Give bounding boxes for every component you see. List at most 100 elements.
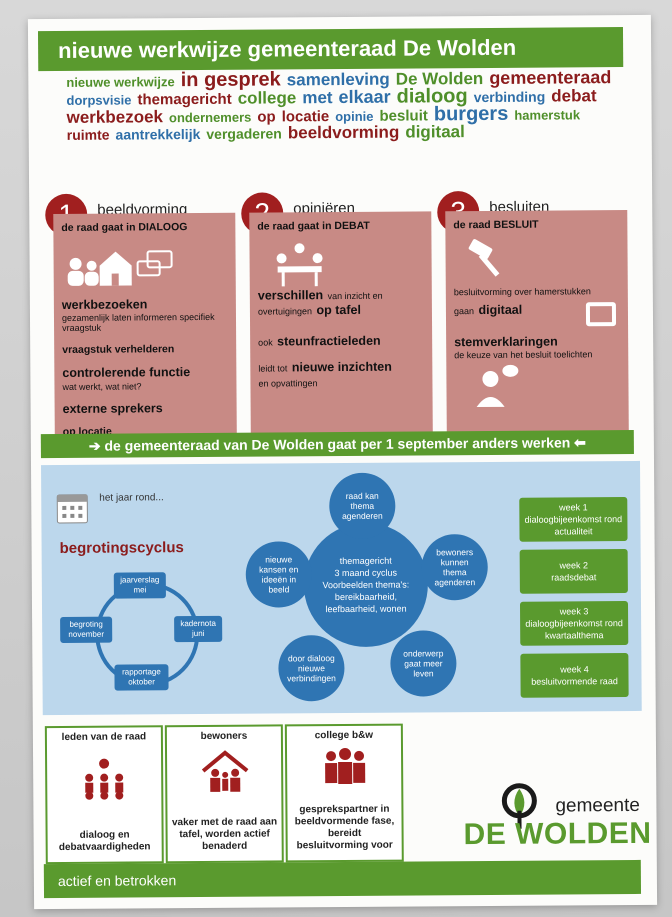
cloud-word: elkaar	[338, 86, 391, 108]
hamerstukken-sub: besluitvorming over hamerstukken	[453, 286, 591, 298]
card-title: leden van de raad	[61, 731, 147, 743]
jaar-rond-label: het jaar rond...	[99, 492, 164, 504]
cloud-word: ruimte	[66, 126, 110, 143]
cloud-word: themagericht	[137, 90, 232, 109]
family-house-icon	[201, 750, 249, 792]
executives-icon	[325, 747, 366, 785]
week-label: week 1	[559, 502, 588, 513]
week-desc: dialoogbijeenkomst rond kwartaalthema	[525, 618, 623, 641]
cloud-word: in gesprek	[180, 68, 281, 92]
column-beeldvorming: 1 beeldvorming de raad gaat in DIALOOG w…	[45, 193, 237, 445]
cloud-word: hamerstuk	[514, 107, 581, 123]
cloud-word: beeldvorming	[287, 122, 400, 143]
footer-bar: actief en betrokken	[43, 859, 642, 899]
column-besluiten: 3 besluiten de raad BESLUIT besluitvormi…	[437, 190, 629, 442]
cloud-word: burgers	[433, 102, 509, 126]
inzichten-label: nieuwe inzichten	[291, 359, 392, 375]
verschillen-sub1: van inzicht en	[327, 290, 383, 302]
gavel-icon	[468, 239, 500, 277]
cloud-word: op	[257, 108, 276, 126]
panel-header: de raad gaat in DEBAT	[257, 219, 370, 233]
steun-text: ook steunfractieleden	[258, 332, 381, 351]
card-body: vaker met de raad aan tafel, worden acti…	[171, 816, 278, 852]
column-opinieren: 2 opiniëren de raad gaat in DEBAT versch…	[241, 191, 433, 443]
controlerende-label: controlerende functie	[62, 365, 191, 380]
verschillen-label: verschillen	[257, 288, 324, 303]
week-label: week 4	[560, 664, 589, 675]
verschillen-sub2: overtuigingen	[257, 306, 313, 317]
logo-small-text: gemeente	[555, 794, 640, 817]
card-raadsleden: leden van de raad dialoog en debatvaardi…	[44, 725, 164, 865]
house-people-icon	[67, 250, 173, 286]
inzichten-pre: leidt tot	[258, 363, 288, 374]
card-body: gesprekspartner in beeldvormende fase, b…	[294, 803, 395, 852]
satellite-circle: onderwerp gaat meer leven	[390, 630, 457, 697]
people-group-icon	[85, 758, 124, 800]
column-panel: de raad BESLUIT besluitvorming over hame…	[445, 210, 629, 442]
op-tafel-label: op tafel	[316, 302, 361, 318]
center-circle: themagericht 3 maand cyclus Voorbeelden …	[303, 522, 429, 648]
satellite-circle: bewoners kunnen thema agenderen	[421, 533, 488, 601]
cloud-word: aantrekkelijk	[115, 125, 201, 143]
satellite-circle: door dialoog nieuwe verbindingen	[278, 634, 345, 702]
cycle-panel: het jaar rond... begrotingscyclus jaarve…	[41, 460, 642, 716]
cloud-word: ondernemers	[168, 109, 252, 126]
cloud-word: dorpsvisie	[66, 92, 132, 108]
werkbezoeken-label: werkbezoeken	[61, 297, 148, 312]
poster: nieuwe werkwijze gemeenteraad De Wolden …	[27, 14, 658, 910]
vraagstuk-label: vraagstuk verhelderen	[62, 343, 175, 356]
week-label: week 2	[559, 560, 589, 571]
week-desc: dialoogbijeenkomst rond actualiteit	[524, 514, 623, 537]
sprekers-label: externe sprekers	[62, 401, 163, 416]
cloud-word: dialoog	[396, 85, 468, 108]
controlerende-sub: wat werkt, wat niet?	[62, 381, 142, 392]
column-panel: de raad gaat in DIALOOG werkbezoeken gez…	[53, 212, 237, 445]
card-college: college b&w gesprekspartner in beeldvorm…	[284, 723, 404, 863]
satellite-circle: raad kan thema agenderen	[329, 472, 396, 540]
panel-header: de raad BESLUIT	[453, 218, 539, 232]
calendar-icon	[56, 494, 88, 524]
meeting-table-icon	[276, 243, 323, 287]
digitaal-label: digitaal	[478, 302, 523, 318]
cycle-item: kadernota juni	[174, 615, 223, 643]
stemverklaringen-sub: de keuze van het besluit toelichten	[454, 349, 593, 361]
poster-title: nieuwe werkwijze gemeenteraad De Wolden	[37, 27, 624, 72]
center-line3: Voorbeelden thema's: bereikbaarheid, lee…	[322, 579, 410, 615]
week-desc: raadsdebat	[551, 572, 597, 583]
cloud-word: debat	[551, 86, 597, 106]
center-line1: themagericht	[339, 555, 392, 567]
verschillen-text: verschillen van inzicht en overtuigingen…	[258, 287, 428, 318]
satellite-circle: nieuwe kansen en ideeën in beeld	[245, 541, 313, 608]
cloud-word: gemeenteraad	[489, 67, 612, 88]
steun-label: steunfractieleden	[277, 333, 381, 349]
announcement-banner: ➔ de gemeenteraad van De Wolden gaat per…	[40, 429, 634, 459]
digitaal-pre: gaan	[453, 306, 475, 317]
cloud-word: met	[302, 88, 333, 108]
steun-pre: ook	[258, 337, 273, 348]
logo-big-text: DE WOLDEN	[463, 816, 652, 852]
tablet-icon	[585, 302, 617, 327]
cycle-item: jaarverslag mei	[113, 572, 166, 599]
cloud-word: vergaderen	[206, 125, 282, 142]
werkbezoeken-sub: gezamenlijk laten informeren specifiek v…	[61, 311, 215, 333]
center-line2: 3 maand cyclus	[334, 567, 398, 579]
card-bewoners: bewoners vaker met de raad aan tafel, wo…	[164, 724, 284, 864]
cloud-word: college	[237, 88, 297, 108]
card-body: dialoog en debatvaardigheden	[58, 829, 151, 853]
cycle-item: begroting november	[60, 616, 113, 643]
week-desc: besluitvormende raad	[531, 676, 618, 687]
stemverklaringen-label: stemverklaringen	[454, 334, 558, 350]
cloud-word: werkbezoek	[66, 107, 164, 127]
begroting-title: begrotingscyclus	[59, 539, 184, 557]
digitaal-text: gaan digitaal	[454, 301, 522, 319]
panel-header: de raad gaat in DIALOOG	[61, 221, 188, 234]
cycle-item: rapportage oktober	[114, 664, 169, 691]
logo-mark	[501, 783, 537, 829]
inzichten-sub: en opvattingen	[258, 378, 318, 389]
card-title: college b&w	[314, 729, 374, 742]
